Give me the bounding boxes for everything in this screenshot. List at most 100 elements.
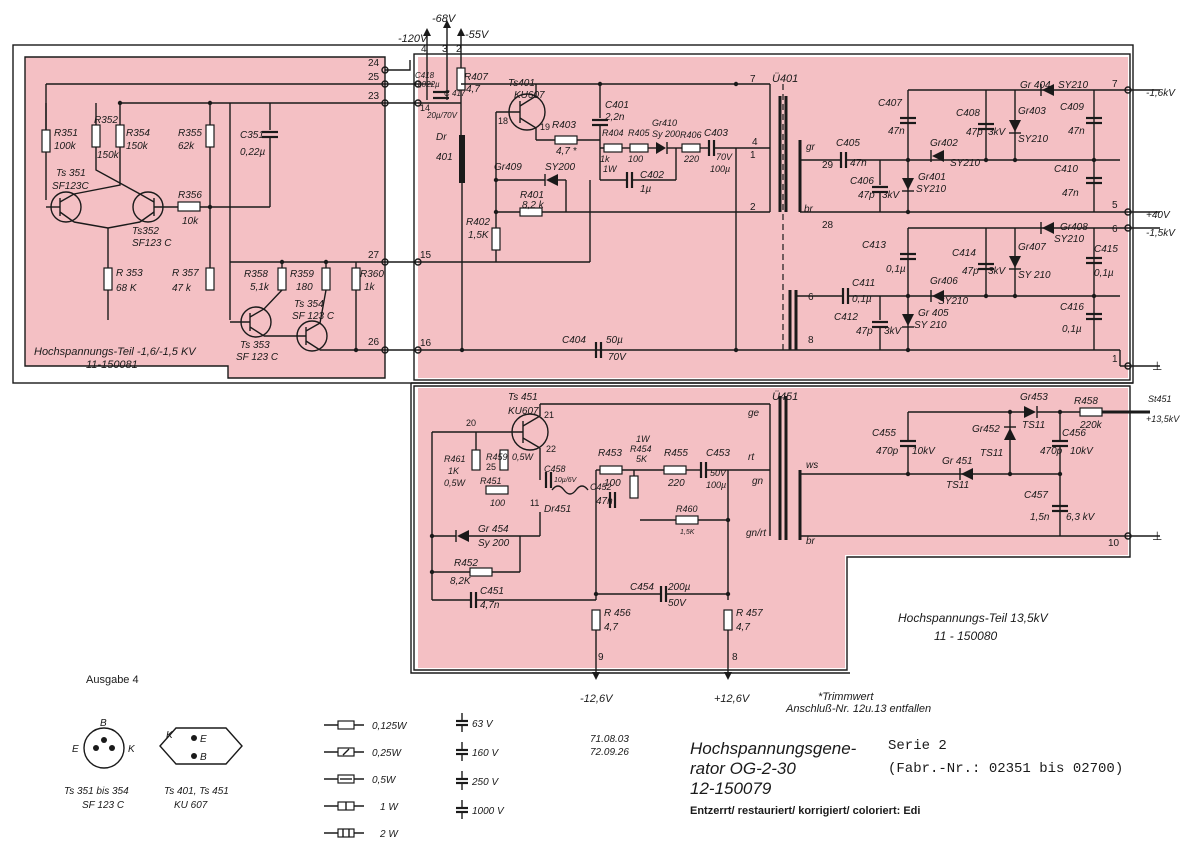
date-1: 71.08.03 bbox=[590, 734, 629, 745]
label-module3-parts-r453: R453 bbox=[598, 448, 622, 459]
label-module2-parts-r405: R405 bbox=[628, 128, 651, 138]
label-module1-parts-r357: R 357 bbox=[172, 268, 199, 279]
label-module2-outputs-0-pin: 7 bbox=[1112, 79, 1118, 90]
label-module2-parts-r404: R404 bbox=[602, 128, 624, 138]
label-module3-parts-gr452: Gr452 bbox=[972, 424, 1000, 435]
module-3-number: 11 - 150080 bbox=[934, 629, 997, 643]
label-module1-parts-ts353: Ts 353 bbox=[240, 340, 270, 351]
label-module2-parts-gr410: Gr410 bbox=[652, 118, 677, 128]
out-ground-1: ⊥ bbox=[1152, 359, 1162, 373]
label-module2-parts-gr404: Gr 404 bbox=[1020, 80, 1051, 91]
label-module1-parts-ts352t: SF123 C bbox=[132, 238, 172, 249]
label-center-terminals-1: 15 bbox=[420, 250, 432, 261]
label-legend-volts-2: 250 V bbox=[471, 777, 499, 788]
label-module3-parts-gr454: Gr 454 bbox=[478, 524, 509, 535]
label-module2-parts-gr407: Gr407 bbox=[1018, 242, 1046, 253]
label-module3-parts-r456v: 4,7 bbox=[604, 622, 618, 633]
label-module1-parts-ts353t: SF 123 C bbox=[236, 352, 279, 363]
label-module1-parts-ts354: Ts 354 bbox=[294, 299, 324, 310]
label-module3-bottom-1-pin: 8 bbox=[732, 652, 738, 663]
label-module1-parts-r359: R359 bbox=[290, 269, 314, 280]
label-legend-watts-1: 0,25W bbox=[372, 748, 402, 759]
label-module2-parts-n18: 18 bbox=[498, 116, 508, 126]
label-legend-pin_e: E bbox=[72, 744, 79, 755]
m1-t23: 23 bbox=[368, 91, 380, 102]
v-neg55: -55V bbox=[465, 29, 490, 41]
label-module2-parts-ts401: Ts401 bbox=[508, 78, 535, 89]
label-module1-parts-r353: R 353 bbox=[116, 268, 143, 279]
label-module2-parts-c411: C411 bbox=[852, 278, 875, 289]
label-module1-parts-ts352: Ts352 bbox=[132, 226, 159, 237]
out-40v: +40V bbox=[1146, 210, 1171, 221]
label-center-r407: R407 bbox=[464, 72, 488, 83]
label-center-c417v: 20µ/70V bbox=[426, 111, 458, 120]
label-module3-parts-c455k: 10kV bbox=[912, 446, 936, 457]
v-neg120: -120V bbox=[398, 33, 429, 45]
label-module3-parts-gn: gn bbox=[752, 476, 764, 487]
label-module1-parts-c351: C351 bbox=[240, 130, 264, 141]
label-module3-parts-c457v: 1,5n bbox=[1030, 512, 1050, 523]
label-module3-parts-r451: R451 bbox=[480, 476, 502, 486]
label-module1-parts-r358v: 5,1k bbox=[250, 282, 270, 293]
frames bbox=[12, 44, 1134, 674]
label-legend-ts_big_t: KU 607 bbox=[174, 800, 208, 811]
label-module3-parts-c458v: 10µ/6V bbox=[554, 477, 578, 484]
date-2: 72.09.26 bbox=[590, 747, 629, 758]
module-1-label: Hochspannungs-Teil -1,6/-1,5 KV bbox=[34, 346, 197, 358]
label-module3-parts-c457k: 6,3 kV bbox=[1066, 512, 1096, 523]
legend-ts-small: Ts 351 bis 354 bbox=[64, 786, 129, 797]
label-module3-parts-st451: St451 bbox=[1148, 394, 1172, 404]
label-legend-pin_e: E bbox=[200, 734, 207, 745]
label-module2-parts-c414k: 3kV bbox=[988, 266, 1007, 277]
label-module2-parts-c404vv: 70V bbox=[608, 352, 627, 363]
label-module2-parts-gr409t: SY200 bbox=[545, 162, 575, 173]
label-module2-parts-c416: C416 bbox=[1060, 302, 1084, 313]
label-module2-parts-gr403t: SY210 bbox=[1018, 134, 1048, 145]
label-module2-parts-n29: 29 bbox=[822, 160, 834, 171]
label-module3-parts-c458: C458 bbox=[544, 464, 566, 474]
legend-ts-big: Ts 401, Ts 451 bbox=[164, 786, 229, 797]
label-module2-parts-c406: C406 bbox=[850, 176, 874, 187]
label-module2-parts-r403v: 4,7 * bbox=[556, 146, 578, 157]
label-module3-parts-rt: rt bbox=[748, 452, 755, 463]
legend-volt-250: 250 V bbox=[456, 771, 499, 790]
label-module2-parts-c413: C413 bbox=[862, 240, 886, 251]
m1-t25: 25 bbox=[368, 72, 380, 83]
label-module1-parts-r354: R354 bbox=[126, 128, 150, 139]
label-module2-parts-c415: C415 bbox=[1094, 244, 1118, 255]
label-legend-watts-3: 1 W bbox=[380, 802, 399, 813]
label-module2-parts-r401: R401 bbox=[520, 190, 544, 201]
legend-volt-160: 160 V bbox=[456, 742, 499, 761]
label-module2-parts-c408k: 3kV bbox=[988, 127, 1007, 138]
label-module2-parts-br: br bbox=[804, 204, 814, 215]
label-module3-parts-ts451t: KU607 bbox=[508, 406, 539, 417]
label-module1-parts-r358: R358 bbox=[244, 269, 268, 280]
label-module3-parts-c453: C453 bbox=[706, 448, 730, 459]
label-module2-parts-r402: R402 bbox=[466, 217, 490, 228]
label-module3-parts-c452v: 47n bbox=[596, 496, 613, 507]
label-module2-parts-c416v: 0,1µ bbox=[1062, 324, 1082, 335]
label-module2-parts-c411v: 0,1µ bbox=[852, 294, 872, 305]
legend-watt-125: 0,125W bbox=[324, 720, 408, 732]
label-module3-parts-r456: R 456 bbox=[604, 608, 631, 619]
label-module3-parts-c452: C452 bbox=[590, 482, 612, 492]
label-module2-parts-gr407t: SY 210 bbox=[1018, 270, 1051, 281]
label-module3-parts-st451v: +13,5kV bbox=[1146, 414, 1180, 424]
label-module3-parts-gr453: Gr453 bbox=[1020, 392, 1048, 403]
out-126v: +12,6V bbox=[714, 693, 751, 705]
label-module3-parts-r457: R 457 bbox=[736, 608, 763, 619]
label-module2-parts-c412k: 3kV bbox=[884, 326, 903, 337]
label-legend-volts-1: 160 V bbox=[472, 748, 499, 759]
label-module3-parts-n11: 11 bbox=[530, 498, 539, 508]
label-module2-parts-n19: 19 bbox=[540, 122, 550, 132]
label-module2-parts-c405: C405 bbox=[836, 138, 860, 149]
label-module2-parts-gr402t: SY210 bbox=[950, 158, 980, 169]
label-module2-parts-t_pins-3: 2 bbox=[750, 202, 756, 213]
label-module2-outputs-2-pin: 6 bbox=[1112, 224, 1118, 235]
label-module1-parts-ts351: Ts 351 bbox=[56, 168, 86, 179]
label-module2-parts-s6: 6 bbox=[808, 292, 814, 303]
label-module3-parts-r461w: 0,5W bbox=[444, 478, 467, 488]
label-module3-parts-ws: ws bbox=[806, 460, 818, 471]
center-column: C418 0,022µ 14 C 417 20µ/70V R407 4,7 Dr… bbox=[414, 67, 1120, 354]
